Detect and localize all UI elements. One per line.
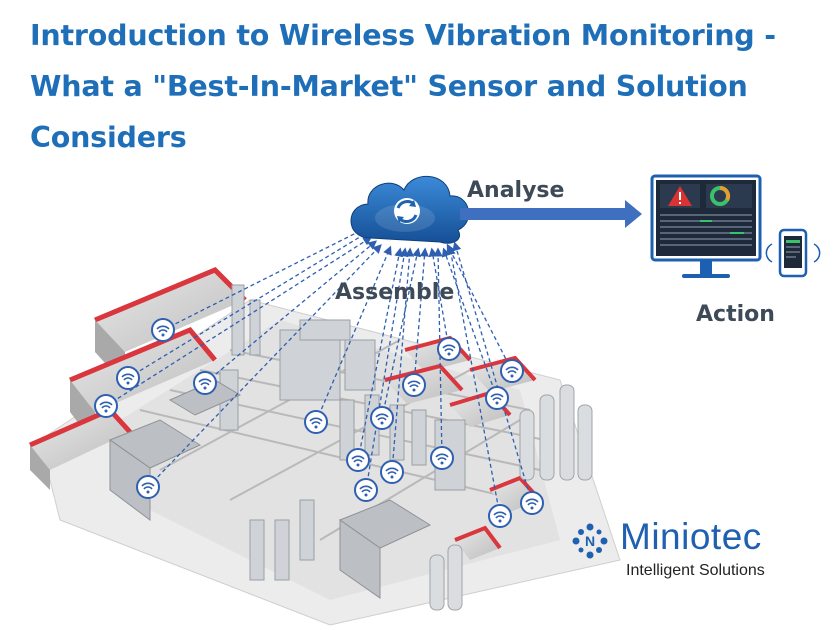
cloud-sync-icon [350, 176, 470, 244]
wifi-sensor-icon [370, 406, 394, 430]
title-line-3: Considers [30, 121, 187, 154]
wifi-sensor-icon [520, 491, 544, 515]
sensor-uplinks [105, 223, 533, 517]
wifi-sensor-icon [354, 478, 378, 502]
svg-text:N: N [585, 533, 595, 549]
wifi-sensor-icon [346, 448, 370, 472]
wifi-sensor-icon [485, 386, 509, 410]
title-line-1: Introduction to Wireless Vibration Monit… [30, 19, 776, 52]
smartphone-icon [765, 228, 821, 278]
wifi-sensor-icon [380, 460, 404, 484]
wifi-sensor-icon [136, 475, 160, 499]
sensor-icons [94, 318, 544, 528]
page-title: Introduction to Wireless Vibration Monit… [30, 10, 830, 163]
assemble-label: Assemble [335, 280, 455, 305]
wifi-sensor-icon [151, 318, 175, 342]
analyse-label: Analyse [467, 178, 565, 203]
brand-tagline: Intelligent Solutions [626, 562, 765, 579]
wifi-sensor-icon [304, 410, 328, 434]
wifi-sensor-icon [430, 446, 454, 470]
storage-tanks [429, 384, 593, 611]
wifi-sensor-icon [116, 366, 140, 390]
wifi-sensor-icon [402, 373, 426, 397]
equipment-blocks [108, 379, 432, 599]
shed-group-left [28, 267, 247, 490]
wifi-sensor-icon [193, 371, 217, 395]
wifi-sensor-icon [500, 359, 524, 383]
miniotec-logo-mark: N [572, 523, 608, 559]
wifi-sensor-icon [437, 337, 461, 361]
wifi-sensor-icon [94, 394, 118, 418]
brand-logo: Miniotec Intelligent Solutions [568, 516, 808, 586]
analyse-arrow [460, 200, 642, 228]
industrial-plant [28, 267, 621, 626]
title-line-2: What a "Best-In-Market" Sensor and Solut… [30, 70, 748, 103]
dashboard-monitor-icon [650, 174, 762, 278]
wifi-sensor-icon [488, 504, 512, 528]
action-label: Action [696, 302, 775, 327]
warning-triangle-icon [668, 186, 692, 206]
brand-name: Miniotec [620, 516, 762, 557]
